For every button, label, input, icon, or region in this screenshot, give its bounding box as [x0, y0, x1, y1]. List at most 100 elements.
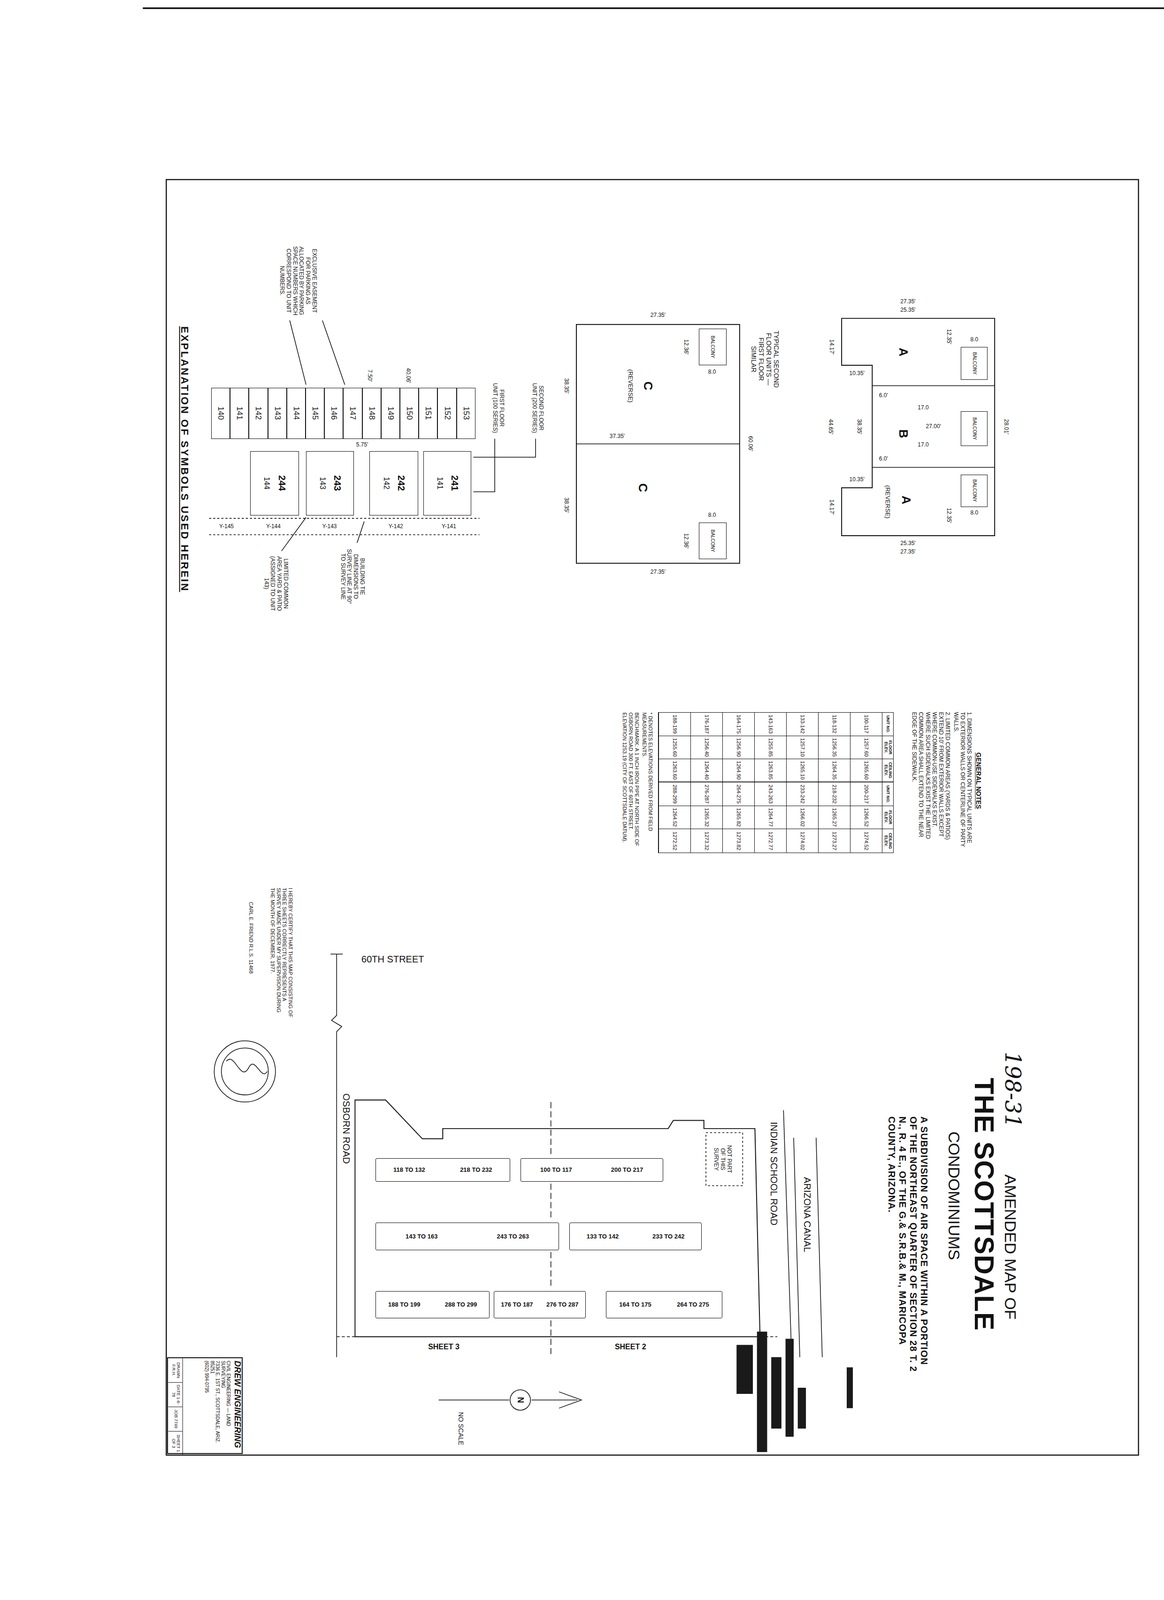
map-label: ARIZONA CANAL: [801, 1176, 813, 1252]
table-cell: 1265.60: [850, 758, 882, 783]
table-cell: 1257.10: [786, 735, 819, 760]
table-cell: 1274.02: [786, 828, 819, 853]
dimension-text: 25.35': [900, 540, 916, 548]
parking-space-box: 152: [437, 387, 457, 439]
table-cell: 1264.40: [690, 758, 723, 783]
dimension-text: 6.0': [879, 392, 889, 399]
map-label: OSBORN ROAD: [340, 1093, 352, 1164]
unit-footprint-text: 241: [450, 474, 460, 491]
building-band: 188 TO 199288 TO 299: [375, 1290, 490, 1319]
stamp-mark: [771, 1356, 782, 1429]
balcony-box-text: BALCONY: [972, 417, 977, 440]
sidewalk-line: [209, 518, 480, 535]
table-cell: 1273.32: [690, 828, 723, 853]
table-cell: 276-287: [690, 782, 723, 806]
stamp-mark: [736, 1344, 753, 1394]
parking-space-box-text: 144: [291, 406, 300, 420]
parking-space-box: 141: [229, 387, 249, 439]
balcony-box: BALCONY: [960, 474, 988, 508]
road-edge: [783, 1110, 792, 1357]
building-band: 100 TO 117200 TO 217: [520, 1157, 664, 1182]
table-cell: 118-132: [818, 712, 851, 736]
note-text: 2. LIMITED COMMON AREAS (YARDS & PATIOS)…: [911, 711, 951, 850]
table-cell: 164-175: [722, 712, 755, 736]
dimension-text: 12.35': [945, 329, 952, 345]
table-header: CEILING ELEV.: [881, 758, 894, 783]
balcony-box-text: BALCONY: [972, 352, 977, 375]
dimension-text: 27.35': [650, 312, 666, 319]
dimension-text: 38.35': [855, 418, 863, 434]
title-block-text: CIVIL ENGINEERING — LAND SURVEYING: [220, 1360, 231, 1453]
table-cell: 143-163: [754, 712, 787, 736]
survey-line-label: Y-142: [388, 523, 404, 530]
site-boundary: [354, 1099, 760, 1337]
callout-note: EXCLUSIVE EASEMENT FOR PARKING AS ALLOCA…: [278, 245, 318, 316]
unit-footprint: 242142: [369, 451, 419, 516]
canal-bank: [793, 1137, 823, 1357]
unit-label: B: [895, 428, 911, 438]
title-block-text: (602) 994-0795: [203, 1360, 210, 1453]
title-block-cell-text: SHEET 1 OF 3: [170, 1431, 181, 1454]
parking-space-box: 142: [248, 387, 268, 439]
map-label: CARL E. FRIEND R.L.S. 11468: [247, 901, 254, 996]
table-cell: 1265.32: [690, 805, 723, 830]
table-cell: 243-263: [754, 782, 787, 806]
title-text: CONDOMINIUMS: [944, 1131, 964, 1260]
table-cell: 264-275: [722, 782, 755, 806]
balcony-box: BALCONY: [960, 411, 988, 446]
table-header: UNIT NO.: [881, 712, 894, 736]
map-label: NO SCALE: [457, 1411, 465, 1446]
parking-space-box-text: 150: [405, 406, 414, 420]
table-header: FLOOR ELEV.: [881, 735, 894, 760]
building-band-text: 243 TO 263: [497, 1232, 529, 1240]
dimension-text: 38.35': [562, 497, 570, 513]
dimension-text: 27.35': [900, 548, 916, 556]
dimension-text: 5.75': [356, 441, 369, 449]
parking-space-box-text: 145: [311, 406, 320, 420]
title-block-cell: DRAWN F.R.H.: [168, 1357, 183, 1382]
dimension-text: 8.0: [708, 512, 717, 519]
table-cell: 233-242: [786, 782, 819, 806]
unit-plan-outline: [576, 324, 740, 564]
building-band-text: 264 TO 275: [676, 1301, 709, 1308]
table-cell: 1274.52: [850, 828, 882, 853]
table-cell: 1265.27: [818, 805, 851, 830]
excluded-area: [705, 1132, 743, 1186]
building-band-text: 164 TO 175: [619, 1301, 651, 1308]
building-band: 118 TO 132218 TO 232: [375, 1157, 511, 1182]
dimension-text: 38.35': [562, 377, 570, 393]
dimension-text: 8.0: [970, 509, 979, 517]
unit-label: C: [640, 381, 655, 391]
parking-space-box-text: 143: [273, 406, 282, 420]
building-band: 176 TO 187276 TO 287: [493, 1290, 586, 1319]
table-cell: 218-232: [818, 782, 851, 806]
unit-footprint-text: 142: [382, 476, 391, 490]
survey-line-label: Y-143: [322, 523, 337, 530]
building-band-text: 133 TO 142: [586, 1232, 619, 1240]
dimension-text: 7.50': [366, 369, 373, 382]
balcony-box: BALCONY: [960, 346, 988, 380]
parking-space-box-text: 151: [424, 406, 433, 420]
general-notes: GENERAL NOTES1. DIMENSIONS SHOWN ON TYPI…: [898, 711, 983, 850]
title-text: A SUBDIVISION OF AIR SPACE WITHIN A PORT…: [886, 1116, 930, 1374]
unit-footprint: 241141: [423, 451, 472, 516]
parking-space-box: 153: [456, 387, 476, 439]
notes-heading: GENERAL NOTES: [974, 711, 983, 850]
dimension-text: 8.0: [708, 368, 717, 376]
balcony-box-text: BALCONY: [710, 529, 715, 552]
title-block-cell-text: DATE 1-6-78: [170, 1383, 181, 1406]
table-cell: 1257.60: [850, 735, 882, 760]
building-band-text: 200 TO 217: [611, 1166, 644, 1173]
dimension-text: 37.35': [609, 433, 625, 440]
table-cell: 188-199: [658, 712, 691, 736]
callout-note: FIRST FLOOR UNIT (100 SERIES): [491, 382, 505, 434]
callout-note: SECOND FLOOR UNIT (200 SERIES): [531, 382, 545, 434]
building-band-text: 218 TO 232: [459, 1166, 492, 1173]
parking-space-box-text: 153: [461, 406, 470, 420]
parking-space-box-text: 149: [386, 406, 395, 420]
title-block-text: DREW ENGINEERING: [232, 1360, 243, 1453]
title-block-inner: DREW ENGINEERINGCIVIL ENGINEERING — LAND…: [168, 1357, 244, 1455]
dimension-text: 27.35': [650, 568, 666, 576]
dimension-text: 40.06': [405, 367, 412, 383]
